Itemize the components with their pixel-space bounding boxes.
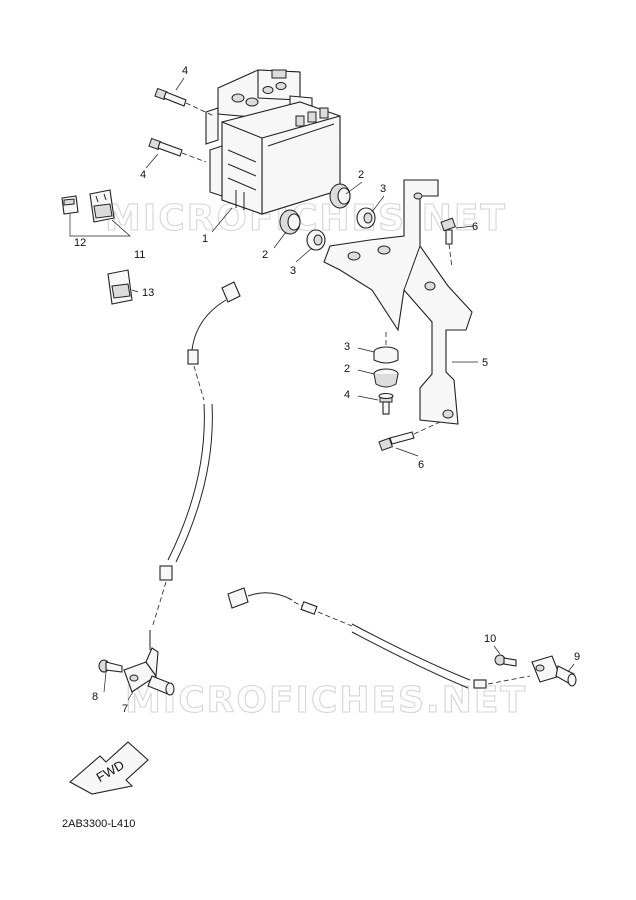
watermark-bottom: MICROFICHES.NET — [125, 680, 527, 721]
callout-2-stack: 2 — [344, 363, 350, 375]
callout-3-lower: 3 — [290, 265, 296, 277]
front-sensor-lead — [149, 281, 241, 650]
rear-sensor-lead — [227, 587, 531, 689]
callout-5: 5 — [482, 357, 488, 369]
front-wheel-sensor — [123, 647, 175, 696]
callout-7: 7 — [122, 703, 128, 715]
leader-lines — [103, 77, 575, 701]
bolt-10 — [494, 654, 517, 667]
grommet-2-lower — [279, 209, 301, 235]
callout-3-stack: 3 — [344, 341, 350, 353]
callout-6-lower: 6 — [418, 459, 424, 471]
grommet-2-stack — [373, 368, 399, 388]
relay-13 — [107, 269, 133, 305]
callout-13: 13 — [142, 287, 154, 299]
abs-bracket — [323, 179, 473, 425]
bolt-8 — [98, 659, 123, 673]
relay-11 — [89, 189, 115, 223]
callout-4-lower: 4 — [140, 169, 146, 181]
collar-3-lower — [306, 229, 326, 251]
grommet-2-upper — [329, 183, 351, 209]
bolt-4-upper — [154, 87, 215, 117]
fwd-arrow: FWD — [69, 741, 149, 795]
callout-11: 11 — [134, 249, 145, 261]
rear-wheel-sensor — [531, 655, 577, 687]
callout-10: 10 — [484, 633, 496, 645]
collar-3-upper — [356, 207, 376, 229]
callout-9: 9 — [574, 651, 580, 663]
callout-2-lower: 2 — [262, 249, 268, 261]
abs-hydraulic-unit — [205, 69, 341, 215]
collar-3-stack — [373, 346, 399, 364]
callout-1: 1 — [202, 233, 208, 245]
callout-12: 12 — [74, 237, 86, 249]
callout-8: 8 — [92, 691, 98, 703]
bolt-4-stack — [378, 392, 394, 415]
callouts: 4 4 1 2 3 6 2 3 12 11 13 5 3 2 4 6 10 9 … — [74, 65, 580, 715]
bolt-4-lower — [148, 137, 207, 163]
bolt-6-lower — [378, 421, 441, 452]
callout-4-stack: 4 — [344, 389, 350, 401]
callout-3-upper: 3 — [380, 183, 386, 195]
relay-12 — [61, 195, 79, 215]
callout-2-upper: 2 — [358, 169, 364, 181]
diagram-code: 2AB3300-L410 — [62, 818, 136, 830]
callout-4-upper: 4 — [182, 65, 188, 77]
callout-6-upper: 6 — [472, 221, 478, 233]
bolt-6-upper — [440, 217, 456, 269]
watermark-top: MICROFICHES.NET — [105, 198, 507, 239]
